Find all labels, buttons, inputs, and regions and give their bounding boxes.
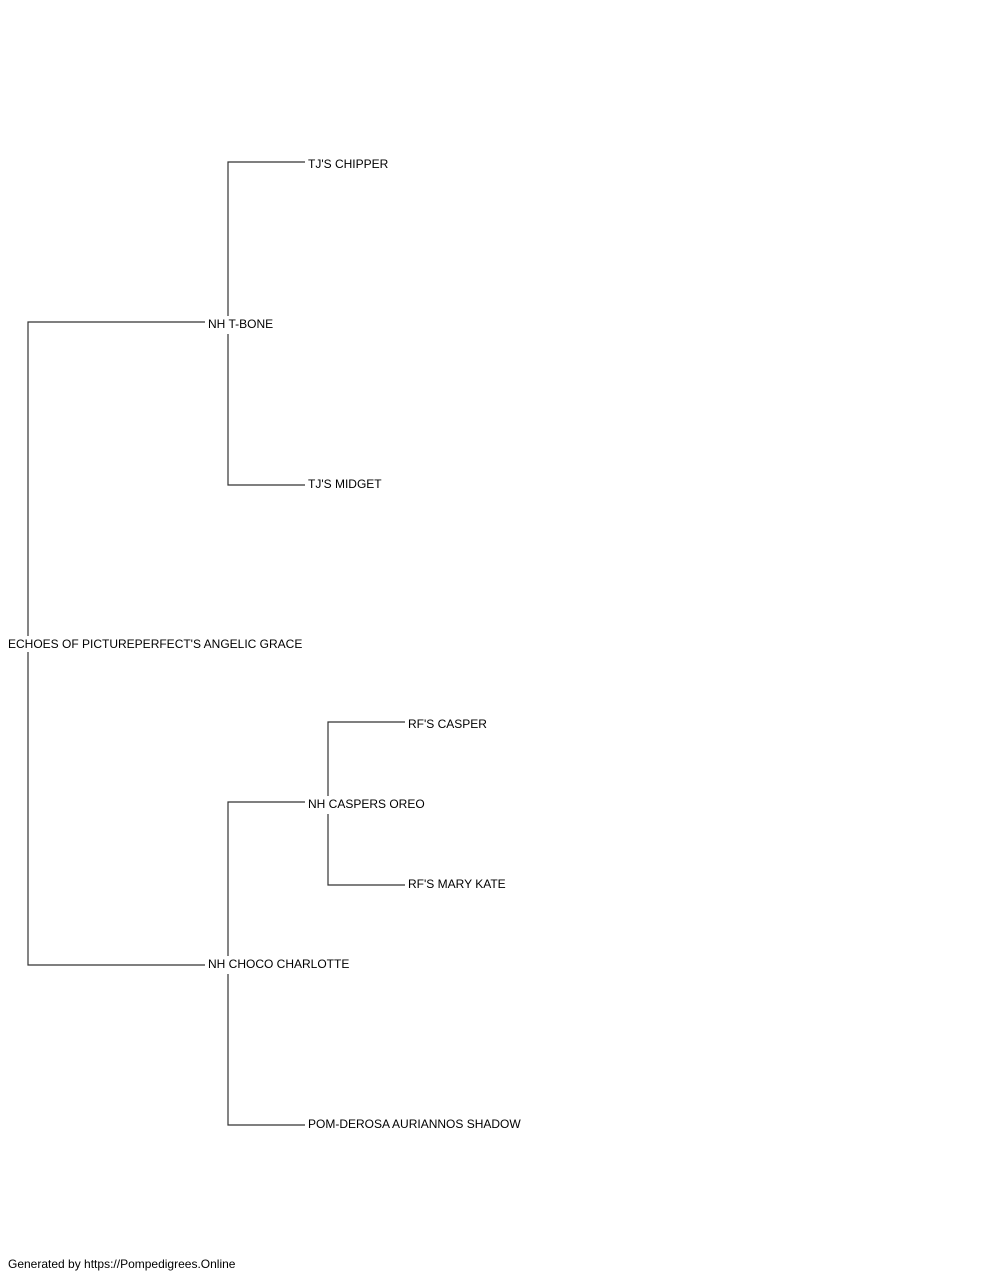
connector-subject-to-dam	[27, 652, 205, 966]
connector-dam-sire-to-dam	[327, 814, 405, 886]
connector-dam-to-dam-sire	[227, 801, 305, 956]
connector-sire-to-sire-sire	[227, 161, 305, 316]
dam-sire-dam-name: RF'S MARY KATE	[408, 877, 508, 891]
connector-dam-to-dam-dam	[227, 974, 305, 1126]
connector-subject-to-sire	[27, 321, 205, 636]
dam-dam-name: POM-DEROSA AURIANNOS SHADOW	[308, 1117, 523, 1131]
sire-sire-name: TJ'S CHIPPER	[308, 157, 391, 171]
sire-dam-name: TJ'S MIDGET	[308, 477, 384, 491]
subject-name: ECHOES OF PICTUREPERFECT'S ANGELIC GRACE	[8, 637, 305, 651]
dam-sire-sire-name: RF'S CASPER	[408, 717, 489, 731]
dam-sire-name: NH CASPERS OREO	[308, 797, 427, 811]
connector-dam-sire-to-sire	[327, 721, 405, 796]
connector-sire-to-sire-dam	[227, 334, 305, 486]
dam-name: NH CHOCO CHARLOTTE	[208, 957, 352, 971]
sire-name: NH T-BONE	[208, 317, 276, 331]
generated-by-footer: Generated by https://Pompedigrees.Online	[8, 1257, 236, 1271]
